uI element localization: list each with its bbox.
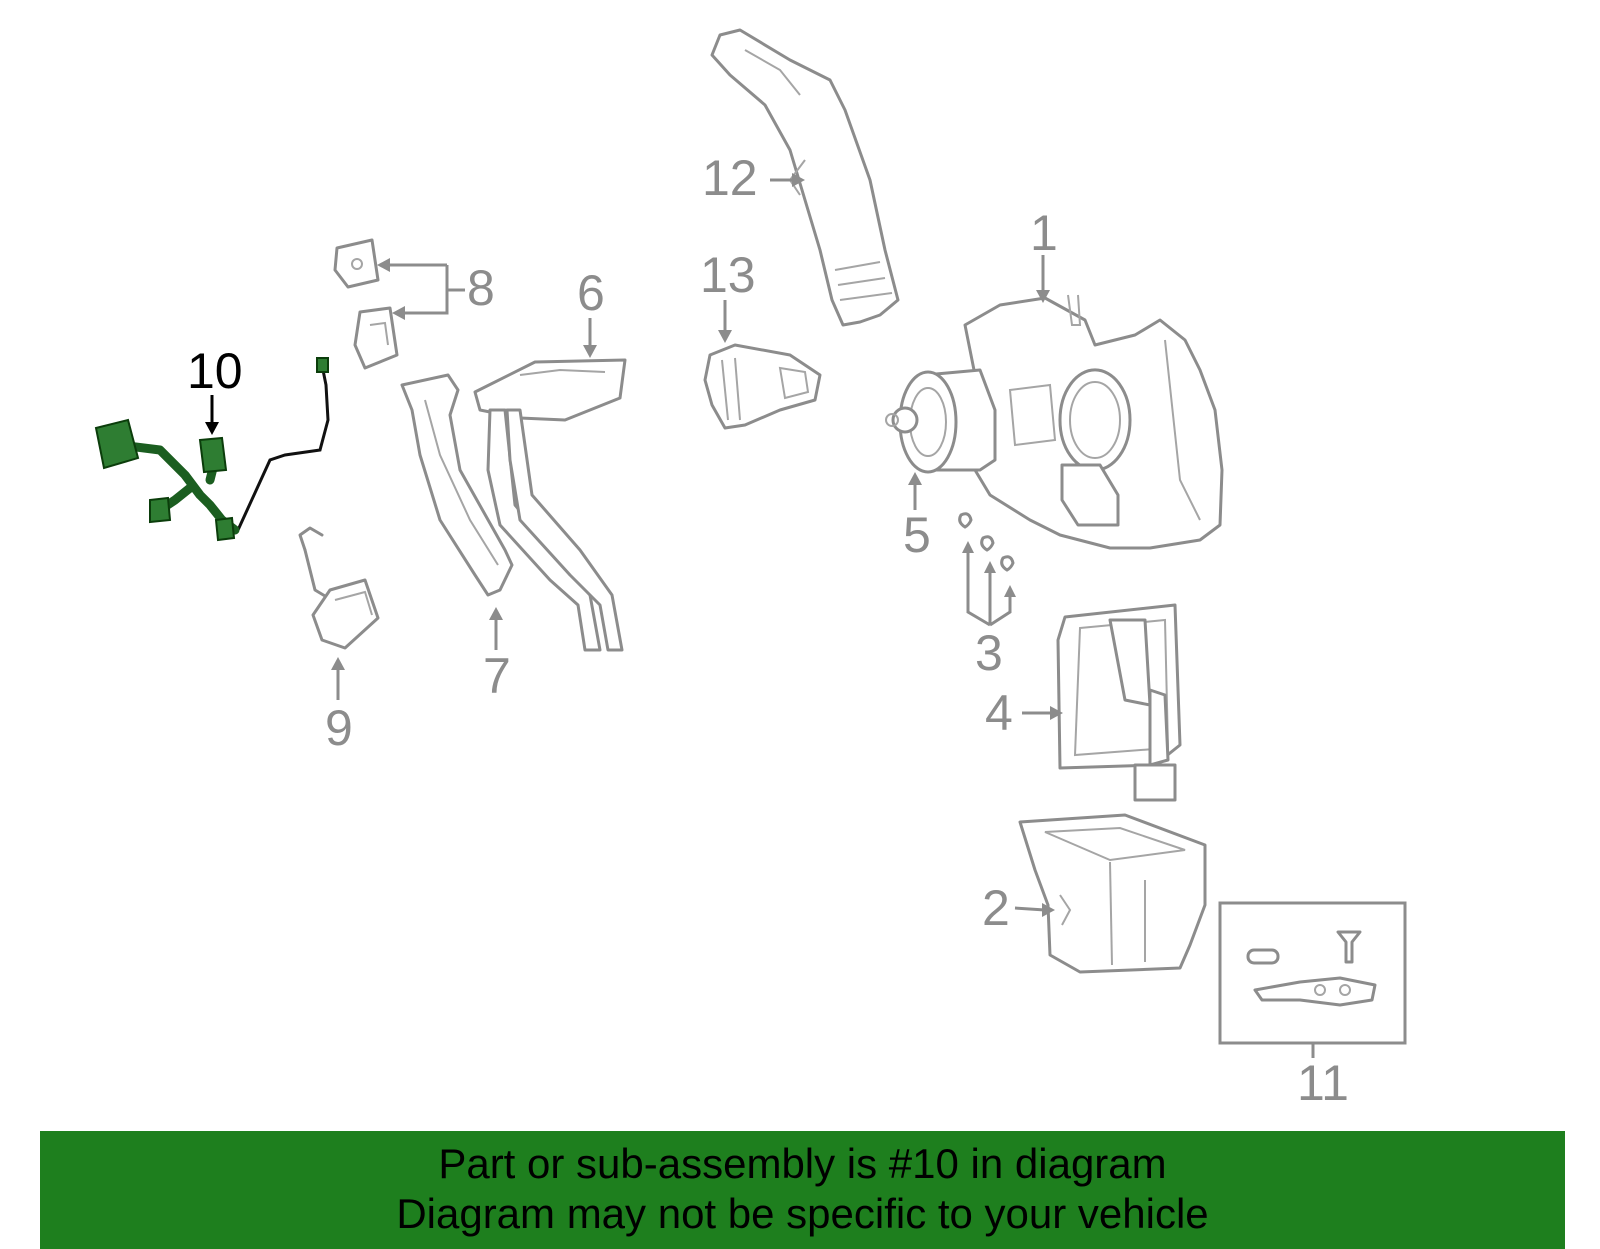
callout-label-3: 3 (975, 625, 1003, 681)
callout-label-7: 7 (483, 648, 511, 704)
part-5-blower-motor[interactable] (885, 368, 997, 474)
part-12-duct[interactable] (710, 28, 900, 327)
callout-label-10: 10 (187, 343, 243, 399)
part-8-actuators[interactable] (333, 238, 399, 370)
callout-labels: 1 2 3 4 5 6 7 8 9 10 11 12 13 (187, 150, 1349, 1111)
callout-label-2: 2 (982, 880, 1010, 936)
part-1-hvac-case[interactable] (963, 294, 1224, 550)
banner-line-disclaimer: Diagram may not be specific to your vehi… (396, 1190, 1209, 1237)
callout-label-8: 8 (467, 260, 495, 316)
callout-label-13: 13 (700, 247, 756, 303)
callout-leaders (205, 173, 1315, 1058)
callout-label-1: 1 (1030, 205, 1058, 261)
part-10-wiring-harness[interactable] (94, 357, 330, 542)
part-4-evaporator[interactable] (1056, 603, 1182, 802)
part-2-lower-case[interactable] (1018, 813, 1207, 974)
part-11-hardware-kit[interactable] (1218, 901, 1407, 1045)
part-3-clips[interactable] (958, 512, 1015, 572)
callout-label-9: 9 (325, 700, 353, 756)
callout-label-5: 5 (903, 507, 931, 563)
info-banner: Part or sub-assembly is #10 in diagram D… (40, 1131, 1565, 1249)
callout-label-11: 11 (1297, 1055, 1349, 1111)
part-6-heater-core[interactable] (473, 358, 627, 652)
callout-label-4: 4 (985, 685, 1013, 741)
callout-label-6: 6 (577, 265, 605, 321)
part-13-vent[interactable] (703, 343, 822, 430)
callout-label-12: 12 (702, 150, 758, 206)
part-7-duct[interactable] (400, 373, 514, 597)
part-9-control-module[interactable] (298, 526, 380, 650)
banner-line-part-number: Part or sub-assembly is #10 in diagram (438, 1140, 1167, 1187)
